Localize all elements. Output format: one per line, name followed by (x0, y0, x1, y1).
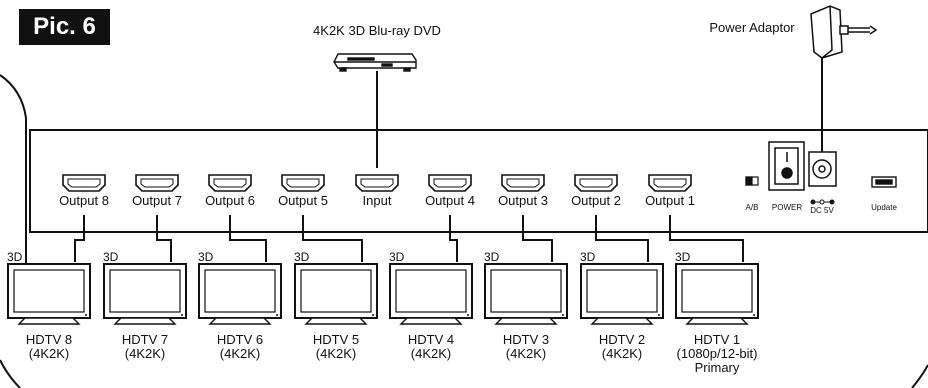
tv-3d-tag: 3D (294, 250, 310, 264)
port-label: Output 5 (278, 193, 328, 208)
output-cable (669, 215, 744, 262)
tv-3d-tag: 3D (675, 250, 691, 264)
tv-label: HDTV 8(4K2K) (26, 333, 72, 361)
tv-label-res: (4K2K) (410, 346, 452, 361)
dc-polarity-icon (810, 199, 835, 205)
tv-3d-tag: 3D (484, 250, 500, 264)
hdmi-port-icon (135, 174, 179, 192)
tv-label: HDTV 5(4K2K) (313, 333, 359, 361)
output-cable (302, 215, 363, 262)
tv-label: HDTV 2(4K2K) (599, 333, 645, 361)
port-label: Input (362, 193, 392, 208)
tv-label-res: (4K2K) (315, 346, 357, 361)
ab-switch-icon (745, 176, 759, 186)
power-adaptor-label: Power Adaptor (709, 20, 795, 35)
output-cable (522, 215, 553, 262)
source-label: 4K2K 3D Blu-ray DVD (313, 23, 441, 38)
hdtv-icon (389, 263, 473, 325)
bluray-player-icon (333, 53, 417, 72)
hdtv-icon (484, 263, 568, 325)
output-cable (449, 215, 458, 262)
power-adaptor-icon (810, 5, 878, 59)
tv-label-name: HDTV 1 (693, 332, 741, 347)
port-label: Output 2 (571, 193, 621, 208)
tv-label-extra: Primary (694, 360, 740, 375)
hdmi-port-icon (501, 174, 545, 192)
output-cable (595, 215, 649, 262)
tv-3d-tag: 3D (389, 250, 405, 264)
frame-left-curve (0, 74, 27, 265)
tv-label-res: (4K2K) (505, 346, 547, 361)
hdmi-port-icon (574, 174, 618, 192)
port-label: Output 4 (425, 193, 475, 208)
hdmi-ports (62, 174, 692, 192)
tv-label-name: HDTV 2 (598, 332, 646, 347)
dc-label: DC 5V (810, 206, 834, 215)
hdtv-icon (675, 263, 759, 325)
tv-label-res: (4K2K) (601, 346, 643, 361)
hdmi-port-icon (648, 174, 692, 192)
tv-label-name: HDTV 4 (407, 332, 455, 347)
hdmi-port-icon (208, 174, 252, 192)
tv-label-name: HDTV 8 (25, 332, 73, 347)
tv-label-name: HDTV 6 (216, 332, 264, 347)
hdtv-icon (103, 263, 187, 325)
output-cables (74, 215, 744, 262)
power-label: POWER (771, 203, 803, 212)
splitter-body (29, 129, 928, 233)
hdtv-icon (580, 263, 664, 325)
hdtv-icon (7, 263, 91, 325)
tv-3d-tag: 3D (580, 250, 596, 264)
tv-3d-tag: 3D (198, 250, 214, 264)
port-label: Output 7 (132, 193, 182, 208)
tv-label: HDTV 3(4K2K) (503, 333, 549, 361)
tv-label-name: HDTV 7 (121, 332, 169, 347)
update-label: Update (871, 203, 897, 212)
port-label: Output 3 (498, 193, 548, 208)
port-label: Output 1 (645, 193, 695, 208)
hdtv-icon (198, 263, 282, 325)
ab-switch-label: A/B (745, 203, 759, 212)
tv-label-res: (4K2K) (28, 346, 70, 361)
picture-badge: Pic. 6 (19, 9, 110, 45)
port-label: Output 6 (205, 193, 255, 208)
tv-3d-tag: 3D (103, 250, 119, 264)
tv-3d-tag: 3D (7, 250, 23, 264)
hdmi-port-icon (281, 174, 325, 192)
hdtv-displays (7, 263, 759, 325)
tv-label-res: (4K2K) (219, 346, 261, 361)
tv-label: HDTV 7(4K2K) (122, 333, 168, 361)
tv-label: HDTV 1(1080p/12-bit)Primary (677, 333, 758, 375)
hdmi-port-icon (62, 174, 106, 192)
hdtv-icon (294, 263, 378, 325)
dc-jack-icon (808, 151, 837, 187)
output-cable (156, 215, 172, 262)
port-label: Output 8 (59, 193, 109, 208)
tv-label-res: (1080p/12-bit) (676, 346, 758, 361)
hdmi-port-icon (428, 174, 472, 192)
usb-port-icon (871, 176, 897, 188)
output-cable (229, 215, 267, 262)
tv-label: HDTV 4(4K2K) (408, 333, 454, 361)
tv-label-res: (4K2K) (124, 346, 166, 361)
tv-label-name: HDTV 5 (312, 332, 360, 347)
power-switch-icon (768, 141, 805, 191)
hdmi-port-icon (355, 174, 399, 192)
output-cable (74, 215, 85, 262)
frame-bottom-left-curve (0, 359, 21, 388)
frame-bottom-right-curve (911, 364, 928, 388)
tv-label: HDTV 6(4K2K) (217, 333, 263, 361)
tv-label-name: HDTV 3 (502, 332, 550, 347)
